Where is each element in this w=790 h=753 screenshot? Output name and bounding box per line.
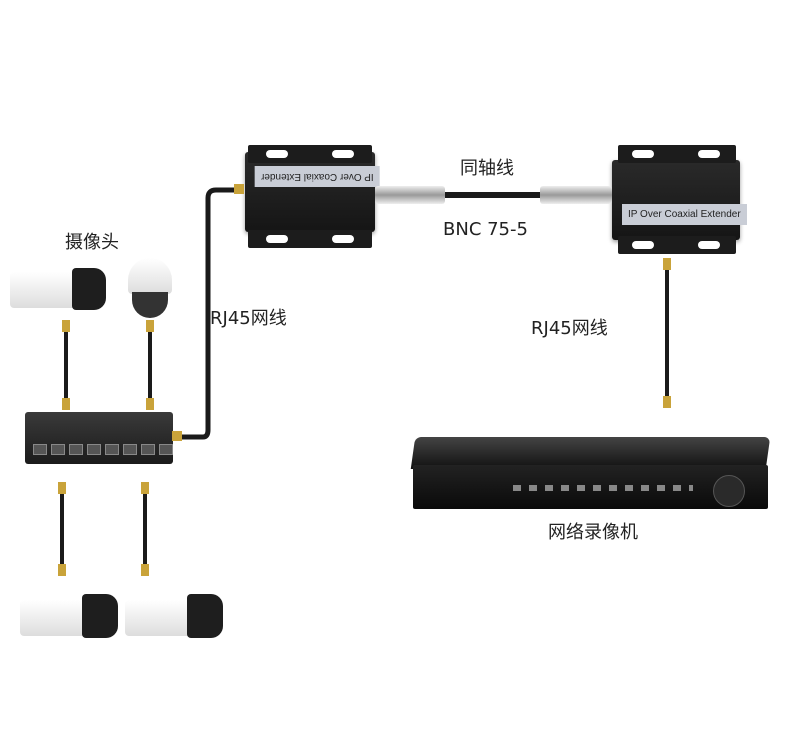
rj45-label-right: RJ45网线 — [531, 318, 608, 339]
rj45-plug — [58, 482, 66, 494]
extender-right: IP Over Coaxial Extender — [612, 160, 747, 240]
extender-left-top-flange — [248, 145, 372, 163]
coax-label: 同轴线 — [460, 158, 514, 179]
rj45-cable — [148, 332, 152, 402]
rj45-cable — [665, 270, 669, 400]
network-switch-icon — [25, 412, 173, 464]
rj45-cable-switch-to-extender — [178, 187, 243, 440]
extender-right-plate: IP Over Coaxial Extender — [622, 204, 747, 225]
extender-right-bottom-flange — [618, 236, 736, 254]
rj45-plug — [146, 398, 154, 410]
cameras-label: 摄像头 — [65, 232, 119, 253]
rj45-plug — [62, 398, 70, 410]
rj45-cable — [64, 332, 68, 402]
dome-camera-icon — [122, 258, 178, 320]
rj45-label-left: RJ45网线 — [210, 308, 287, 329]
rj45-plug — [234, 184, 244, 194]
rj45-plug — [172, 431, 182, 441]
nvr-label: 网络录像机 — [548, 522, 638, 543]
extender-left-plate: IP Over Coaxial Extender — [255, 166, 380, 187]
rj45-plug — [663, 258, 671, 270]
rj45-plug — [141, 564, 149, 576]
extender-left-bottom-flange — [248, 230, 372, 248]
nvr-icon — [410, 437, 771, 509]
bullet-camera-icon — [20, 594, 118, 640]
bullet-camera-icon — [125, 594, 223, 640]
bnc-connector-right — [540, 186, 612, 204]
rj45-cable — [143, 494, 147, 566]
bullet-camera-icon — [10, 268, 106, 312]
bnc-label: BNC 75-5 — [443, 219, 528, 240]
bnc-connector-left — [375, 186, 445, 204]
extender-left: IP Over Coaxial Extender — [245, 152, 380, 232]
rj45-plug — [58, 564, 66, 576]
rj45-plug — [141, 482, 149, 494]
rj45-cable — [60, 494, 64, 566]
rj45-plug — [146, 320, 154, 332]
rj45-plug — [62, 320, 70, 332]
extender-right-top-flange — [618, 145, 736, 163]
rj45-plug — [663, 396, 671, 408]
